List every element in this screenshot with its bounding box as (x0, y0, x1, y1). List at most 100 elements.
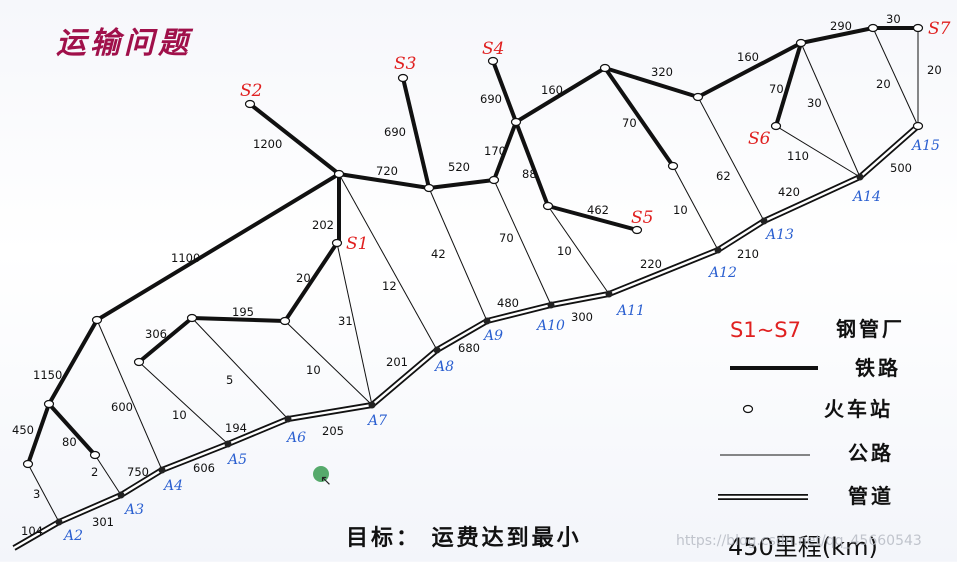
edge-label: 10 (557, 244, 572, 258)
railway (283, 241, 339, 323)
edge-label: 210 (737, 247, 759, 261)
railway (546, 204, 639, 232)
station-marker (912, 121, 924, 131)
road (138, 361, 229, 445)
pipe-node (224, 440, 232, 448)
edge-label: 194 (225, 421, 247, 435)
station-marker (133, 357, 145, 367)
railway (401, 76, 431, 190)
pipe-node (483, 317, 491, 325)
edge-label: 12 (382, 279, 397, 293)
road (800, 42, 861, 178)
edge-label: 606 (193, 461, 215, 475)
station-marker (244, 99, 256, 109)
node-label-s1: S1 (346, 234, 368, 254)
pipe-node (547, 301, 555, 309)
railway (514, 120, 550, 208)
railway (95, 172, 341, 322)
edge-label: 1200 (253, 137, 282, 151)
edge-label: 31 (338, 314, 353, 328)
station-marker (692, 92, 704, 102)
road (27, 463, 60, 523)
edge-labels: 1200 690 720 520 690 170 160 320 160 290… (12, 12, 942, 538)
pipe-node (117, 491, 125, 499)
watermark: https://blog.csdn.net/qq_45660543 (676, 533, 922, 549)
edge-label: 104 (21, 524, 43, 538)
road (493, 179, 552, 306)
legend-factories-symbol: S1~S7 (730, 318, 801, 342)
edge-label: 70 (622, 116, 637, 130)
station-marker (542, 201, 554, 211)
edge-label: 70 (769, 82, 784, 96)
road (96, 319, 163, 471)
station-marker (795, 38, 807, 48)
edge-label: 220 (640, 257, 662, 271)
node-label-a5: A5 (226, 452, 247, 468)
node-label-a13: A13 (764, 227, 794, 243)
legend-pipeline-label: 管道 (848, 484, 894, 508)
station-marker (22, 459, 34, 469)
railway (190, 316, 287, 323)
station-marker (186, 313, 198, 323)
railway (774, 41, 803, 128)
pipe-node (714, 246, 722, 254)
edge-label: 690 (384, 125, 406, 139)
edge-label: 2 (91, 465, 98, 479)
railway (26, 402, 51, 466)
station-marker (867, 23, 879, 33)
edge-label: 202 (312, 218, 334, 232)
edge-label: 450 (12, 423, 34, 437)
scale-label: 450里程(km) (728, 533, 878, 561)
edge-label: 30 (807, 96, 822, 110)
station-marker (912, 23, 924, 33)
railway-layer (26, 26, 920, 466)
mouse-pointer-icon: ↖ (320, 473, 332, 489)
edge-label: 600 (111, 400, 133, 414)
road (336, 242, 373, 406)
edge-label: 42 (431, 247, 446, 261)
node-label-s5: S5 (631, 208, 653, 228)
legend-factories-label: 钢管厂 (836, 317, 905, 341)
edge-label: 110 (787, 149, 809, 163)
station-marker (91, 315, 103, 325)
node-label-s7: S7 (928, 19, 951, 39)
node-label-a4: A4 (162, 478, 183, 494)
pipe-node (760, 217, 768, 225)
edge-label: 301 (92, 515, 114, 529)
railway (603, 66, 675, 168)
station-layer (22, 23, 924, 469)
edge-label: 205 (322, 424, 344, 438)
railway (337, 172, 431, 190)
edge-label: 320 (651, 65, 673, 79)
road (94, 454, 122, 496)
road (338, 173, 438, 351)
railway (137, 316, 194, 364)
edge-label: 170 (484, 144, 506, 158)
factory-labels: S2 S3 S4 S7 S6 S5 S1 (240, 19, 951, 254)
node-label-a12: A12 (707, 265, 737, 281)
edge-label: 10 (673, 203, 688, 217)
railway (491, 59, 518, 124)
station-marker (43, 399, 55, 409)
edge-label: 160 (737, 50, 759, 64)
pipe-node (856, 173, 864, 181)
edge-label: 690 (480, 92, 502, 106)
railway (427, 178, 496, 190)
edge-label: 195 (232, 305, 254, 319)
road (547, 205, 610, 295)
pipe-node (284, 415, 292, 423)
railway (47, 402, 97, 457)
edge-label: 720 (376, 164, 398, 178)
edge-label: 20 (876, 77, 891, 91)
edge-label: 480 (497, 296, 519, 310)
pipe-node (55, 518, 63, 526)
railway (492, 120, 518, 182)
node-label-a8: A8 (433, 359, 454, 375)
station-marker (423, 183, 435, 193)
edge-label: 750 (127, 465, 149, 479)
station-marker (599, 63, 611, 73)
node-label-a9: A9 (482, 328, 503, 344)
station-marker (89, 450, 101, 460)
edge-label: 20 (296, 271, 311, 285)
node-label-a11: A11 (615, 303, 645, 319)
